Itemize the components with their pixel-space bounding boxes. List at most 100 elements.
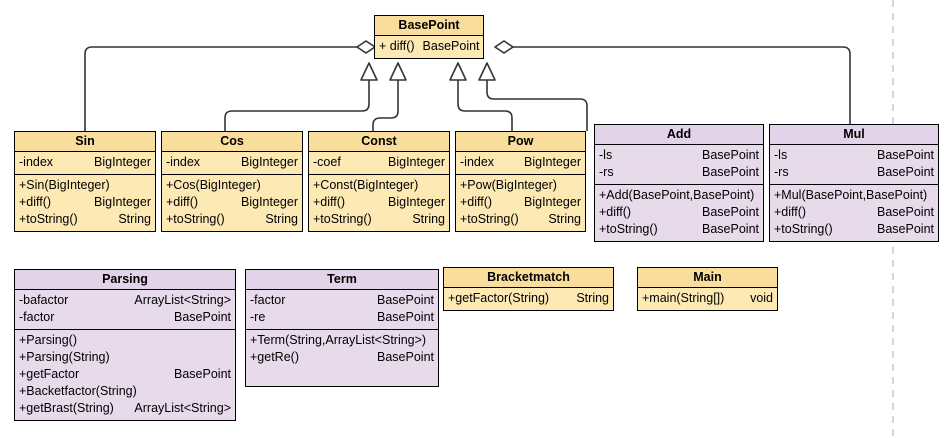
member-name: +diff(): [19, 195, 52, 209]
class-member-row: -bafactor ArrayList<String>: [15, 292, 235, 309]
member-type: BigInteger: [94, 195, 151, 209]
class-box-term[interactable]: Term -factor BasePoint -re BasePoint +Te…: [245, 269, 439, 387]
class-member-row: +toString() String: [309, 211, 449, 228]
class-member-row: -ls BasePoint: [770, 147, 938, 164]
member-name: -rs: [774, 165, 789, 179]
class-member-row: +toString() BasePoint: [770, 221, 938, 238]
triangle-marker-const: [449, 62, 467, 81]
member-type: String: [576, 291, 609, 305]
class-name-sin: Sin: [15, 132, 155, 152]
member-name: +diff(): [313, 195, 346, 209]
class-member-row: +toString() String: [15, 211, 155, 228]
class-box-mul[interactable]: Mul -ls BasePoint -rs BasePoint +Mul(Bas…: [769, 124, 939, 242]
edge-aggregation-sin: [84, 46, 357, 131]
member-type: String: [412, 212, 445, 226]
class-box-bracketmatch[interactable]: Bracketmatch +getFactor(String) String: [443, 267, 614, 311]
member-type: BasePoint: [174, 367, 231, 381]
member-name: +toString(): [19, 212, 78, 226]
class-methods-main: +main(String[]) void: [638, 288, 777, 310]
class-member-row: +toString() BasePoint: [595, 221, 763, 238]
member-name: -coef: [313, 155, 341, 169]
member-name: +toString(): [460, 212, 519, 226]
class-member-row: +diff() BigInteger: [456, 194, 585, 211]
edge-generalization-cos: [372, 80, 399, 131]
class-member-row: +diff() BasePoint: [770, 204, 938, 221]
class-member-row: +getFactor BasePoint: [15, 366, 235, 383]
member-name: +Mul(BasePoint,BasePoint): [774, 188, 928, 202]
class-methods-basepoint: + diff() BasePoint: [375, 36, 483, 58]
class-attributes-sin: -index BigInteger: [15, 152, 155, 174]
member-name: -index: [19, 155, 54, 169]
class-name-term: Term: [246, 270, 438, 290]
member-name: +getRe(): [250, 350, 299, 364]
member-type: ArrayList<String>: [134, 401, 231, 415]
class-box-main[interactable]: Main +main(String[]) void: [637, 267, 778, 311]
class-box-add[interactable]: Add -ls BasePoint -rs BasePoint +Add(Bas…: [594, 124, 764, 242]
class-member-row: +Sin(BigInteger): [15, 177, 155, 194]
class-member-row: +diff() BigInteger: [15, 194, 155, 211]
class-member-row: -factor BasePoint: [15, 309, 235, 326]
class-box-cos[interactable]: Cos -index BigInteger +Cos(BigInteger) +…: [161, 131, 303, 232]
class-name-pow: Pow: [456, 132, 585, 152]
class-methods-parsing: +Parsing() +Parsing(String) +getFactor B…: [15, 329, 235, 420]
class-name-cos: Cos: [162, 132, 302, 152]
class-member-row: +getFactor(String) String: [444, 290, 613, 307]
member-type: BasePoint: [702, 205, 759, 219]
member-type: BasePoint: [377, 310, 434, 324]
member-name: +toString(): [313, 212, 372, 226]
member-type: BasePoint: [702, 148, 759, 162]
class-member-row: -ls BasePoint: [595, 147, 763, 164]
class-box-pow[interactable]: Pow -index BigInteger +Pow(BigInteger) +…: [455, 131, 586, 232]
class-attributes-pow: -index BigInteger: [456, 152, 585, 174]
member-name: +Cos(BigInteger): [166, 178, 261, 192]
member-type: BasePoint: [877, 165, 934, 179]
class-methods-const: +Const(BigInteger) +diff() BigInteger +t…: [309, 174, 449, 231]
member-type: BigInteger: [524, 195, 581, 209]
member-name: +diff(): [774, 205, 807, 219]
class-box-sin[interactable]: Sin -index BigInteger +Sin(BigInteger) +…: [14, 131, 156, 232]
member-name: -factor: [250, 293, 286, 307]
class-member-row: -index BigInteger: [456, 154, 585, 171]
member-type: String: [548, 212, 581, 226]
member-name: +getFactor: [19, 367, 80, 381]
member-name: +Pow(BigInteger): [460, 178, 557, 192]
member-name: +toString(): [166, 212, 225, 226]
class-attributes-mul: -ls BasePoint -rs BasePoint: [770, 145, 938, 184]
edge-generalization-add: [486, 80, 588, 131]
member-name: +diff(): [460, 195, 493, 209]
member-name: -rs: [599, 165, 614, 179]
class-box-basepoint[interactable]: BasePoint + diff() BasePoint: [374, 15, 484, 59]
class-member-row: +Const(BigInteger): [309, 177, 449, 194]
triangle-marker-cos: [389, 62, 407, 81]
class-name-main: Main: [638, 268, 777, 288]
member-name: +Parsing(): [19, 333, 78, 347]
class-methods-sin: +Sin(BigInteger) +diff() BigInteger +toS…: [15, 174, 155, 231]
member-type: ArrayList<String>: [134, 293, 231, 307]
class-member-row: +diff() BigInteger: [162, 194, 302, 211]
class-member-row: +Add(BasePoint,BasePoint): [595, 187, 763, 204]
member-name: + diff(): [379, 39, 415, 53]
member-type: String: [265, 212, 298, 226]
class-box-parsing[interactable]: Parsing -bafactor ArrayList<String> -fac…: [14, 269, 236, 421]
class-member-row: +Pow(BigInteger): [456, 177, 585, 194]
member-name: -ls: [599, 148, 613, 162]
member-name: +Term(String,ArrayList<String>): [250, 333, 427, 347]
member-type: BasePoint: [877, 222, 934, 236]
member-type: BasePoint: [377, 350, 434, 364]
member-name: +Add(BasePoint,BasePoint): [599, 188, 755, 202]
class-name-parsing: Parsing: [15, 270, 235, 290]
member-type: BigInteger: [94, 155, 151, 169]
class-methods-bracketmatch: +getFactor(String) String: [444, 288, 613, 310]
class-box-const[interactable]: Const -coef BigInteger +Const(BigInteger…: [308, 131, 450, 232]
member-name: -re: [250, 310, 266, 324]
class-attributes-add: -ls BasePoint -rs BasePoint: [595, 145, 763, 184]
class-member-row: -rs BasePoint: [770, 164, 938, 181]
member-name: +getFactor(String): [448, 291, 550, 305]
member-type: BasePoint: [877, 205, 934, 219]
edge-generalization-sin: [224, 80, 370, 131]
class-member-row: +main(String[]) void: [638, 290, 777, 307]
edge-generalization-const: [457, 80, 513, 131]
class-member-row: +diff() BigInteger: [309, 194, 449, 211]
triangle-marker-add: [478, 62, 496, 81]
member-name: +Sin(BigInteger): [19, 178, 110, 192]
